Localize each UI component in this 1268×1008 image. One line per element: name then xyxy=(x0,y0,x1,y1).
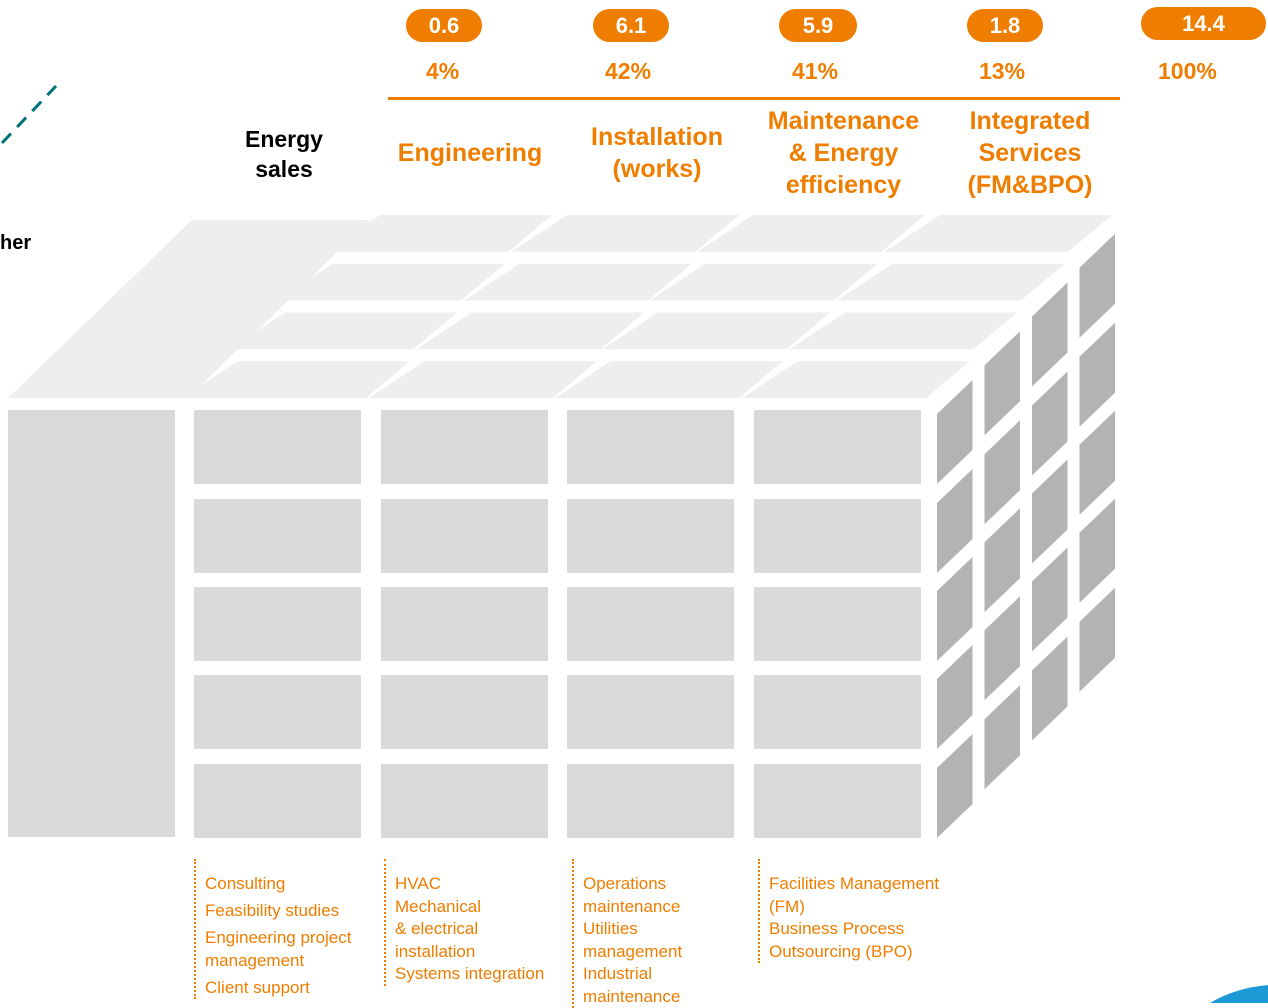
front-cell xyxy=(754,587,921,661)
service-item: (FM) xyxy=(769,896,939,919)
front-cell xyxy=(194,410,361,484)
side-cell xyxy=(985,508,1021,612)
front-cell xyxy=(567,587,734,661)
front-cell xyxy=(567,764,734,838)
front-cell xyxy=(194,499,361,573)
service-item: Engineering project xyxy=(205,927,351,950)
service-item: Client support xyxy=(205,977,351,1000)
front-cell xyxy=(381,675,548,749)
service-item: Feasibility studies xyxy=(205,900,351,923)
side-cell xyxy=(985,420,1021,524)
side-cell xyxy=(985,596,1021,700)
front-cell xyxy=(567,410,734,484)
front-cell xyxy=(381,764,548,838)
top-cell xyxy=(885,215,1113,252)
side-cell xyxy=(1032,372,1068,476)
top-cell xyxy=(837,264,1065,301)
front-cell xyxy=(194,764,361,838)
service-item: Industrial xyxy=(583,963,682,986)
corner-blue-arc xyxy=(1210,985,1268,1003)
service-item: Facilities Management xyxy=(769,873,939,896)
front-cell xyxy=(754,764,921,838)
side-cell xyxy=(1080,499,1116,603)
front-cell xyxy=(567,675,734,749)
services-engineering: Consulting Feasibility studies Engineeri… xyxy=(194,873,351,999)
side-cell xyxy=(937,557,973,661)
front-face xyxy=(194,410,921,838)
side-cell xyxy=(937,469,973,573)
services-integrated: Facilities Management (FM) Business Proc… xyxy=(758,873,939,963)
front-cell xyxy=(567,499,734,573)
side-cell xyxy=(1032,637,1068,741)
dashed-connector-line xyxy=(2,86,56,143)
side-cell xyxy=(937,380,973,484)
service-item: management xyxy=(205,950,351,973)
service-item: & electrical xyxy=(395,918,544,941)
side-cell xyxy=(1080,323,1116,427)
front-cell xyxy=(754,499,921,573)
front-cell xyxy=(194,675,361,749)
service-item: HVAC xyxy=(395,873,544,896)
service-item: maintenance xyxy=(583,986,682,1008)
service-item: Operations xyxy=(583,873,682,896)
service-item: Utilities xyxy=(583,918,682,941)
service-item: Business Process xyxy=(769,918,939,941)
service-item: management xyxy=(583,941,682,964)
services-maintenance: Operations maintenance Utilities managem… xyxy=(572,873,682,1008)
service-item: installation xyxy=(395,941,544,964)
service-item: Mechanical xyxy=(395,896,544,919)
front-cell xyxy=(194,587,361,661)
left-front-block xyxy=(8,410,175,837)
top-cell xyxy=(742,361,970,398)
side-cell xyxy=(937,734,973,838)
front-cell xyxy=(381,587,548,661)
side-cell xyxy=(985,331,1021,435)
service-item: maintenance xyxy=(583,896,682,919)
side-cell xyxy=(1032,283,1068,387)
front-cell xyxy=(754,410,921,484)
top-cell xyxy=(417,313,645,350)
top-cell xyxy=(369,361,597,398)
side-cell xyxy=(1032,460,1068,564)
services-installation: HVAC Mechanical & electrical installatio… xyxy=(384,873,544,986)
front-cell xyxy=(381,499,548,573)
front-cell xyxy=(754,675,921,749)
side-cell xyxy=(1032,548,1068,652)
service-item: Consulting xyxy=(205,873,351,896)
service-item: Systems integration xyxy=(395,963,544,986)
side-cell xyxy=(985,685,1021,789)
top-cell xyxy=(464,264,692,301)
side-cell xyxy=(937,645,973,749)
side-cell xyxy=(1080,234,1116,338)
top-cell xyxy=(790,313,1018,350)
service-item: Outsourcing (BPO) xyxy=(769,941,939,964)
top-cell xyxy=(512,215,740,252)
side-cell xyxy=(1080,411,1116,515)
side-cell xyxy=(1080,588,1116,692)
front-cell xyxy=(381,410,548,484)
